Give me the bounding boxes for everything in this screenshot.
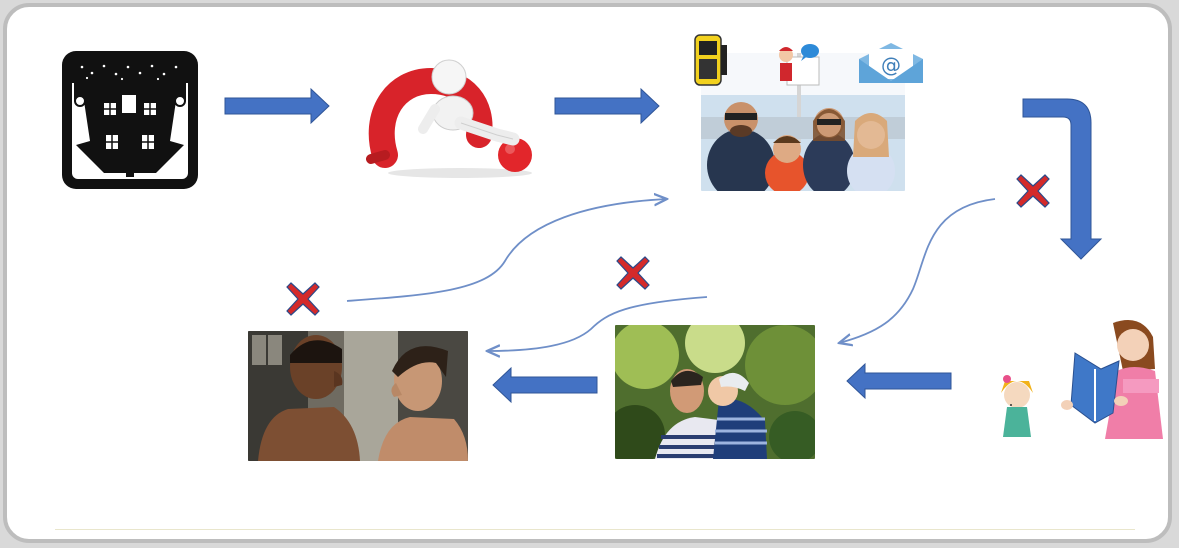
figure-on-question-mark-icon [365, 59, 541, 181]
haunted-house-icon [60, 49, 200, 191]
father-son-photo [615, 325, 815, 459]
slide-frame: @ [3, 3, 1172, 543]
chat-icon [777, 41, 821, 87]
mother-reading-book-icon [983, 309, 1168, 449]
mobile-phone-icon [691, 31, 731, 89]
svg-text:@: @ [881, 53, 901, 77]
bent-arrow-family-to-mother [1022, 98, 1103, 260]
blocked-cross-icon [286, 282, 320, 316]
thin-arrow-confrontation-to-family [346, 199, 667, 302]
arrow-father-son-to-confrontation [492, 366, 598, 404]
footer-divider [55, 529, 1135, 530]
arrow-house-to-question [224, 87, 330, 125]
arrow-mother-to-father-son [846, 362, 952, 400]
thin-arrow-mother-to-father-son [839, 198, 996, 343]
email-envelope-icon: @ [855, 41, 927, 85]
blocked-cross-icon [1016, 174, 1050, 208]
family-photo [701, 53, 905, 191]
thin-arrow-father-son-to-confrontation [487, 296, 708, 351]
confrontation-photo [248, 331, 468, 461]
family-photo-group: @ [689, 31, 927, 193]
blocked-cross-icon [616, 256, 650, 290]
arrow-question-to-family [554, 87, 660, 125]
connector-layer [224, 87, 1103, 404]
